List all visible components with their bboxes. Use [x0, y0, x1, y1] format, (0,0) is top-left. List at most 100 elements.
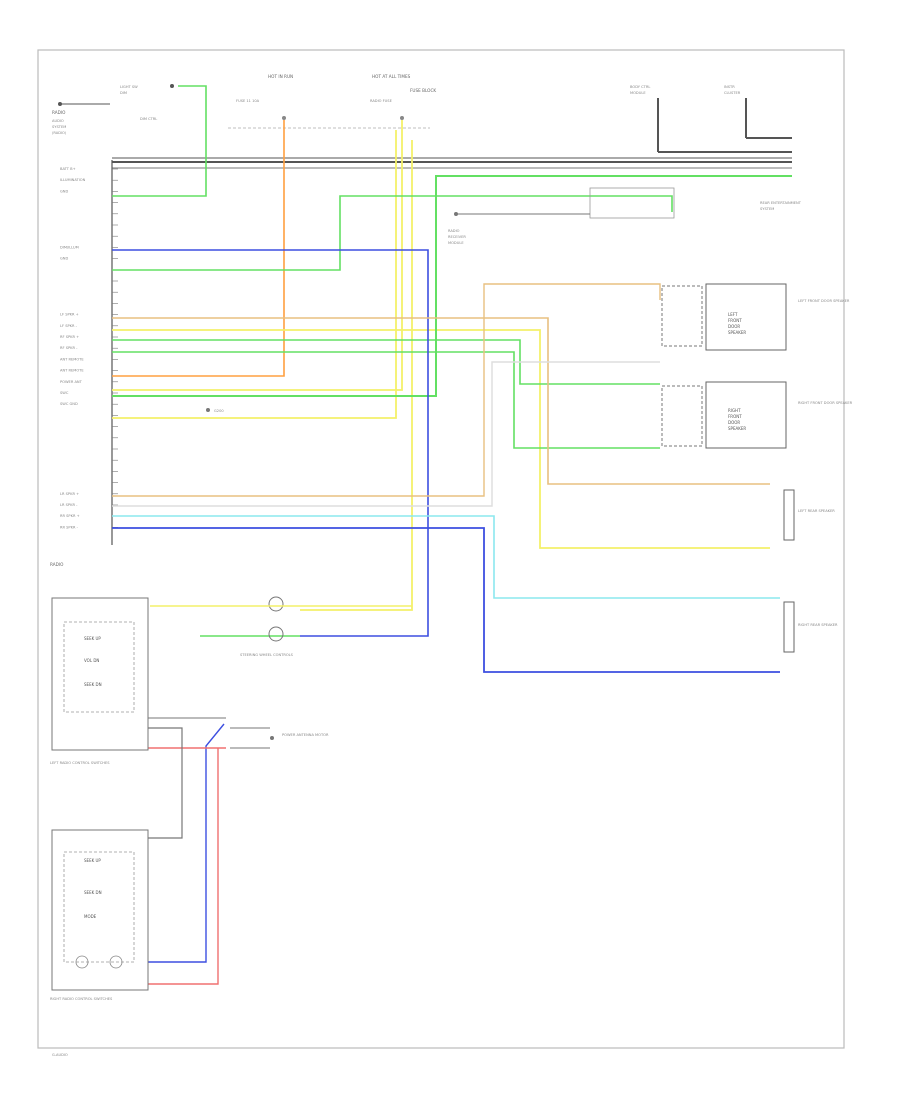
power-antenna: POWER ANTENNA MOTOR	[230, 727, 329, 749]
svg-text:RECEIVER: RECEIVER	[448, 235, 466, 239]
diagram-border	[37, 49, 845, 1049]
wire-orange	[112, 120, 285, 377]
radio-pin-label: ANT REMOTE	[60, 369, 84, 373]
rf-speaker-label: RIGHT FRONT DOOR SPEAKER	[798, 401, 853, 405]
wire-red-2	[148, 748, 219, 985]
svg-text:DIM CTRL: DIM CTRL	[140, 117, 157, 121]
radio-label: RADIO	[50, 562, 64, 567]
radio-pin-label: LR SPKR -	[60, 503, 78, 507]
fuse-11-icon	[282, 116, 286, 120]
wire-green-3	[112, 175, 792, 397]
radio-pin-label: ILLUMINATION	[60, 178, 86, 182]
right-rear-speaker: RIGHT REAR SPEAKER	[783, 601, 838, 653]
wire-blue-2	[112, 527, 780, 673]
left-front-door-speaker: LEFT FRONT DOOR SPEAKER LEFT FRONT DOOR …	[661, 283, 850, 351]
svg-text:MODE: MODE	[84, 914, 97, 919]
radio-connector: RADIO AUDIO SYSTEM (RADIO) BATT B+ ILLUMI…	[50, 110, 118, 567]
wire-light-blue	[112, 515, 780, 599]
svg-text:SEEK DN: SEEK DN	[84, 890, 102, 895]
radio-pin-label: SWC GND	[60, 402, 78, 406]
wire-green-2	[112, 195, 673, 271]
fuse-block-label: FUSE BLOCK	[410, 88, 436, 93]
radio-module-title: RADIO	[52, 110, 66, 115]
svg-text:SEEK UP: SEEK UP	[84, 636, 101, 641]
right-switch-label: RIGHT RADIO CONTROL SWITCHES	[50, 997, 113, 1001]
wire-green-1	[112, 85, 207, 197]
radio-pin-label: SWC	[60, 391, 69, 395]
right-radio-control-switches: SEEK UP SEEK DN MODE RIGHT RADIO CONTROL…	[50, 829, 149, 1001]
svg-text:DOOR: DOOR	[728, 420, 740, 425]
rr-speaker-label: RIGHT REAR SPEAKER	[798, 623, 838, 627]
radio-pin-label: ANT REMOTE	[60, 357, 84, 361]
steering-wheel-controls: STEERING WHEEL CONTROLS	[150, 596, 412, 657]
fuse-left-label: HOT IN RUN	[268, 74, 293, 79]
radio-pin-label: BATT B+	[60, 167, 76, 171]
svg-text:INSTR: INSTR	[724, 85, 735, 89]
wire-gray	[112, 361, 660, 507]
wire-green-5	[112, 351, 660, 449]
radio-pin-label: RR SPKR -	[60, 525, 79, 529]
steering-wheel-label: STEERING WHEEL CONTROLS	[240, 653, 294, 657]
ground-1-label: G200	[214, 409, 224, 413]
svg-text:SEEK DN: SEEK DN	[84, 682, 102, 687]
radio-pin-label: GND	[60, 189, 68, 193]
radio-pin-label: RF SPKR -	[60, 346, 78, 350]
wire-yellow-3	[300, 140, 413, 611]
svg-text:CLUSTER: CLUSTER	[724, 91, 741, 95]
svg-text:RADIO: RADIO	[448, 229, 460, 233]
wire-tan-1	[112, 317, 770, 485]
wire-yellow-2	[112, 130, 397, 419]
svg-text:MODULE: MODULE	[448, 241, 464, 245]
radio-pin-label: LF SPKR +	[60, 313, 79, 317]
svg-text:SPEAKER: SPEAKER	[728, 426, 746, 431]
wire-yellow-1	[112, 120, 403, 391]
svg-text:SYSTEM: SYSTEM	[52, 125, 66, 129]
svg-text:SYSTEM: SYSTEM	[760, 207, 774, 211]
svg-text:RIGHT: RIGHT	[728, 408, 741, 413]
fuse-right-label: HOT AT ALL TIMES	[372, 74, 411, 79]
antenna-label: POWER ANTENNA MOTOR	[282, 733, 329, 737]
wire-yellow-4	[112, 329, 770, 549]
radio-pin-label: LF SPKR -	[60, 324, 78, 328]
svg-text:LIGHT SW: LIGHT SW	[120, 85, 138, 89]
wire-tan-2	[112, 283, 661, 497]
lf-speaker-label: LEFT FRONT DOOR SPEAKER	[798, 299, 850, 303]
radio-pin-label: POWER ANT	[60, 380, 83, 384]
radio-pin-label: LR SPKR +	[60, 492, 79, 496]
svg-text:VOL DN: VOL DN	[84, 658, 99, 663]
svg-text:AUDIO: AUDIO	[52, 119, 64, 123]
wire-blue-3	[148, 723, 225, 963]
center-connector: RADIO RECEIVER MODULE REAR ENTERTAINMENT…	[448, 187, 802, 245]
right-front-door-speaker: RIGHT FRONT DOOR SPEAKER RIGHT FRONT DOO…	[661, 381, 853, 449]
left-rear-speaker: LEFT REAR SPEAKER	[783, 489, 835, 541]
radio-pin-label: GND	[60, 257, 68, 261]
svg-text:SPEAKER: SPEAKER	[728, 330, 746, 335]
fuse-block: HOT IN RUN HOT AT ALL TIMES FUSE BLOCK F…	[228, 74, 436, 129]
svg-text:LEFT: LEFT	[728, 312, 738, 317]
top-left-ground: LIGHT SW DIM DIM CTRL	[58, 84, 174, 121]
svg-text:BODY CTRL: BODY CTRL	[630, 85, 650, 89]
left-radio-control-switches: SEEK UP VOL DN SEEK DN LEFT RADIO CONTRO…	[50, 597, 149, 765]
footer-label: G-AUDIO	[52, 1053, 68, 1057]
svg-text:MODULE: MODULE	[630, 91, 646, 95]
top-right-connectors: BODY CTRL MODULE INSTR CLUSTER	[112, 85, 792, 169]
radio-fuse-icon	[400, 116, 404, 120]
left-switch-label: LEFT RADIO CONTROL SWITCHES	[50, 761, 110, 765]
svg-text:FRONT: FRONT	[728, 414, 742, 419]
svg-text:SEEK UP: SEEK UP	[84, 858, 101, 863]
wire-blue-1	[112, 249, 429, 637]
lr-speaker-label: LEFT REAR SPEAKER	[798, 509, 835, 513]
svg-text:FRONT: FRONT	[728, 318, 742, 323]
radio-pin-label: RR SPKR +	[60, 514, 80, 518]
svg-text:DOOR: DOOR	[728, 324, 740, 329]
wire-black-1	[148, 727, 183, 839]
svg-text:DIM: DIM	[120, 91, 127, 95]
radio-fuse-label: RADIO FUSE	[370, 99, 393, 103]
radio-pin-label: RF SPKR +	[60, 335, 79, 339]
svg-text:(RADIO): (RADIO)	[52, 131, 67, 135]
svg-text:REAR ENTERTAINMENT: REAR ENTERTAINMENT	[760, 201, 802, 205]
fuse-11-label: FUSE 11 10A	[236, 99, 260, 103]
ground-symbol-1: G200	[206, 408, 224, 413]
